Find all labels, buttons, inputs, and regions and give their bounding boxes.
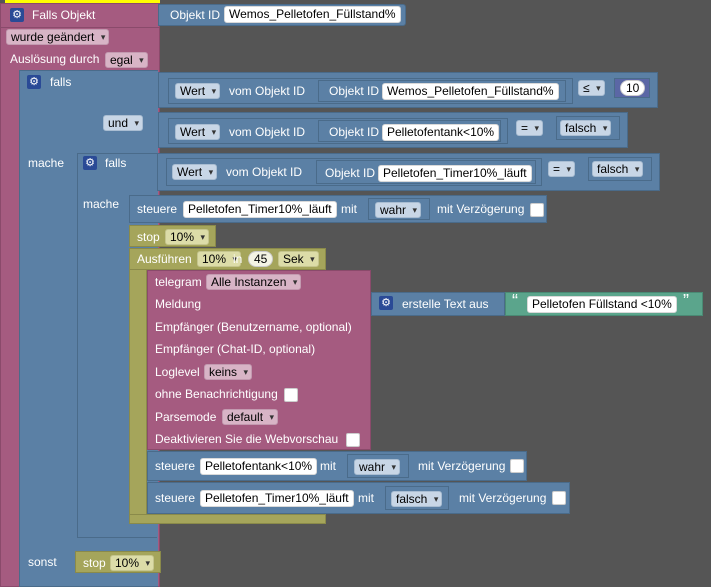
in-label: in bbox=[233, 252, 243, 266]
ausfuehren-label: Ausführen bbox=[137, 252, 192, 266]
gear-icon[interactable]: ⚙ bbox=[83, 156, 97, 170]
object-id-label: Objekt ID bbox=[170, 8, 221, 22]
value-dropdown-3[interactable]: falsch bbox=[391, 491, 443, 507]
delay-checkbox-2[interactable] bbox=[510, 459, 524, 473]
webvorschau-checkbox[interactable] bbox=[346, 433, 360, 447]
bool-dropdown-1[interactable]: falsch bbox=[560, 120, 612, 136]
control-id-field-3[interactable]: Pelletofen_Timer10%_läuft bbox=[200, 490, 354, 507]
control-id-field-2[interactable]: Pelletofentank<10% bbox=[200, 458, 318, 475]
delay-label-3: mit Verzögerung bbox=[459, 491, 547, 505]
timeout-footer[interactable] bbox=[129, 514, 326, 524]
delay-label-1: mit Verzögerung bbox=[437, 202, 525, 216]
event-type-dropdown[interactable]: wurde geändert bbox=[6, 29, 110, 45]
ohne-benachrichtigung-label: ohne Benachrichtigung bbox=[155, 387, 278, 401]
sonst-label: sonst bbox=[28, 555, 57, 569]
gear-icon[interactable]: ⚙ bbox=[27, 75, 41, 89]
loglevel-label: Loglevel bbox=[155, 365, 200, 379]
control-id-field-1[interactable]: Pelletofen_Timer10%_läuft bbox=[183, 201, 337, 218]
quote-close-icon: ” bbox=[683, 291, 689, 311]
selection-highlight bbox=[5, 0, 160, 3]
value-dropdown-1[interactable]: wahr bbox=[375, 202, 422, 218]
wert-dropdown-2[interactable]: Wert bbox=[175, 124, 221, 140]
webvorschau-label: Deaktivieren Sie die Webvorschau bbox=[155, 432, 339, 446]
logic-op-dropdown[interactable]: und bbox=[103, 115, 144, 131]
timeout-name-dropdown[interactable]: 10% bbox=[197, 251, 242, 267]
object-id-field-1[interactable]: Wemos_Pelletofen_Füllstand% bbox=[382, 83, 559, 100]
bool-dropdown-2[interactable]: falsch bbox=[592, 161, 644, 177]
steuere-label-1: steuere bbox=[137, 202, 178, 216]
steuere-label-2: steuere bbox=[155, 459, 196, 473]
trigger-header[interactable] bbox=[0, 3, 160, 28]
wert-dropdown-1[interactable]: Wert bbox=[175, 83, 221, 99]
text-literal-field[interactable]: Pelletofen Füllstand <10% bbox=[527, 296, 677, 313]
falls-label: falls bbox=[50, 75, 72, 89]
text-join-block[interactable] bbox=[371, 292, 505, 316]
quote-open-icon: “ bbox=[512, 291, 518, 311]
vom-objekt-label-2: vom Objekt ID bbox=[229, 125, 306, 139]
vom-objekt-label-1: vom Objekt ID bbox=[229, 84, 306, 98]
object-id-label-2: Objekt ID bbox=[329, 125, 380, 139]
falls-objekt-label: Falls Objekt bbox=[32, 8, 96, 22]
timeout-unit-dropdown[interactable]: Sek bbox=[278, 251, 319, 267]
operator-dropdown-2[interactable]: = bbox=[516, 120, 544, 136]
loglevel-dropdown[interactable]: keins bbox=[204, 364, 253, 380]
steuere-label-3: steuere bbox=[155, 491, 196, 505]
mit-label-3: mit bbox=[358, 491, 374, 505]
object-id-label-3: Objekt ID bbox=[325, 166, 376, 180]
number-field[interactable]: 10 bbox=[620, 80, 646, 96]
object-id-field[interactable]: Wemos_Pelletofen_Füllstand% bbox=[224, 6, 401, 23]
delay-checkbox-1[interactable] bbox=[530, 203, 544, 217]
parsemode-label: Parsemode bbox=[155, 410, 217, 424]
operator-dropdown-1[interactable]: ≤ bbox=[578, 80, 605, 96]
meldung-label: Meldung bbox=[155, 297, 202, 311]
mache-label-inner: mache bbox=[83, 197, 120, 211]
timeout-amount[interactable]: 45 bbox=[248, 251, 274, 267]
telegram-instance-dropdown[interactable]: Alle Instanzen bbox=[206, 274, 302, 290]
stop-dropdown-1[interactable]: 10% bbox=[165, 229, 210, 245]
stop-label-2: stop bbox=[83, 556, 106, 570]
ausloesung-label: Auslösung durch bbox=[10, 52, 100, 66]
mit-label-1: mit bbox=[341, 202, 357, 216]
control-block-2[interactable] bbox=[147, 451, 527, 481]
telegram-label: telegram bbox=[155, 275, 202, 289]
falls-label-inner: falls bbox=[105, 156, 127, 170]
object-id-field-3[interactable]: Pelletofen_Timer10%_läuft bbox=[378, 165, 532, 182]
mache-label-outer: mache bbox=[28, 156, 65, 170]
vom-objekt-label-3: vom Objekt ID bbox=[226, 165, 303, 179]
operator-dropdown-3[interactable]: = bbox=[548, 161, 576, 177]
erstelle-text-label: erstelle Text aus bbox=[402, 297, 489, 311]
gear-icon[interactable]: ⚙ bbox=[10, 8, 24, 22]
stop-dropdown-2[interactable]: 10% bbox=[110, 555, 155, 571]
delay-checkbox-3[interactable] bbox=[552, 491, 566, 505]
ohne-benachrichtigung-checkbox[interactable] bbox=[284, 388, 298, 402]
ausloesung-dropdown[interactable]: egal bbox=[105, 52, 148, 68]
wert-dropdown-3[interactable]: Wert bbox=[172, 164, 218, 180]
mit-label-2: mit bbox=[320, 459, 336, 473]
empfaenger-user-label: Empfänger (Benutzername, optional) bbox=[155, 320, 352, 334]
object-id-label-1: Objekt ID bbox=[329, 84, 380, 98]
gear-icon[interactable]: ⚙ bbox=[379, 296, 393, 310]
empfaenger-chat-label: Empfänger (Chat-ID, optional) bbox=[155, 342, 316, 356]
parsemode-dropdown[interactable]: default bbox=[222, 409, 279, 425]
delay-label-2: mit Verzögerung bbox=[418, 459, 506, 473]
timeout-block[interactable] bbox=[129, 248, 147, 524]
value-dropdown-2[interactable]: wahr bbox=[354, 459, 401, 475]
object-id-field-2[interactable]: Pelletofentank<10% bbox=[382, 124, 500, 141]
stop-label-1: stop bbox=[137, 230, 160, 244]
